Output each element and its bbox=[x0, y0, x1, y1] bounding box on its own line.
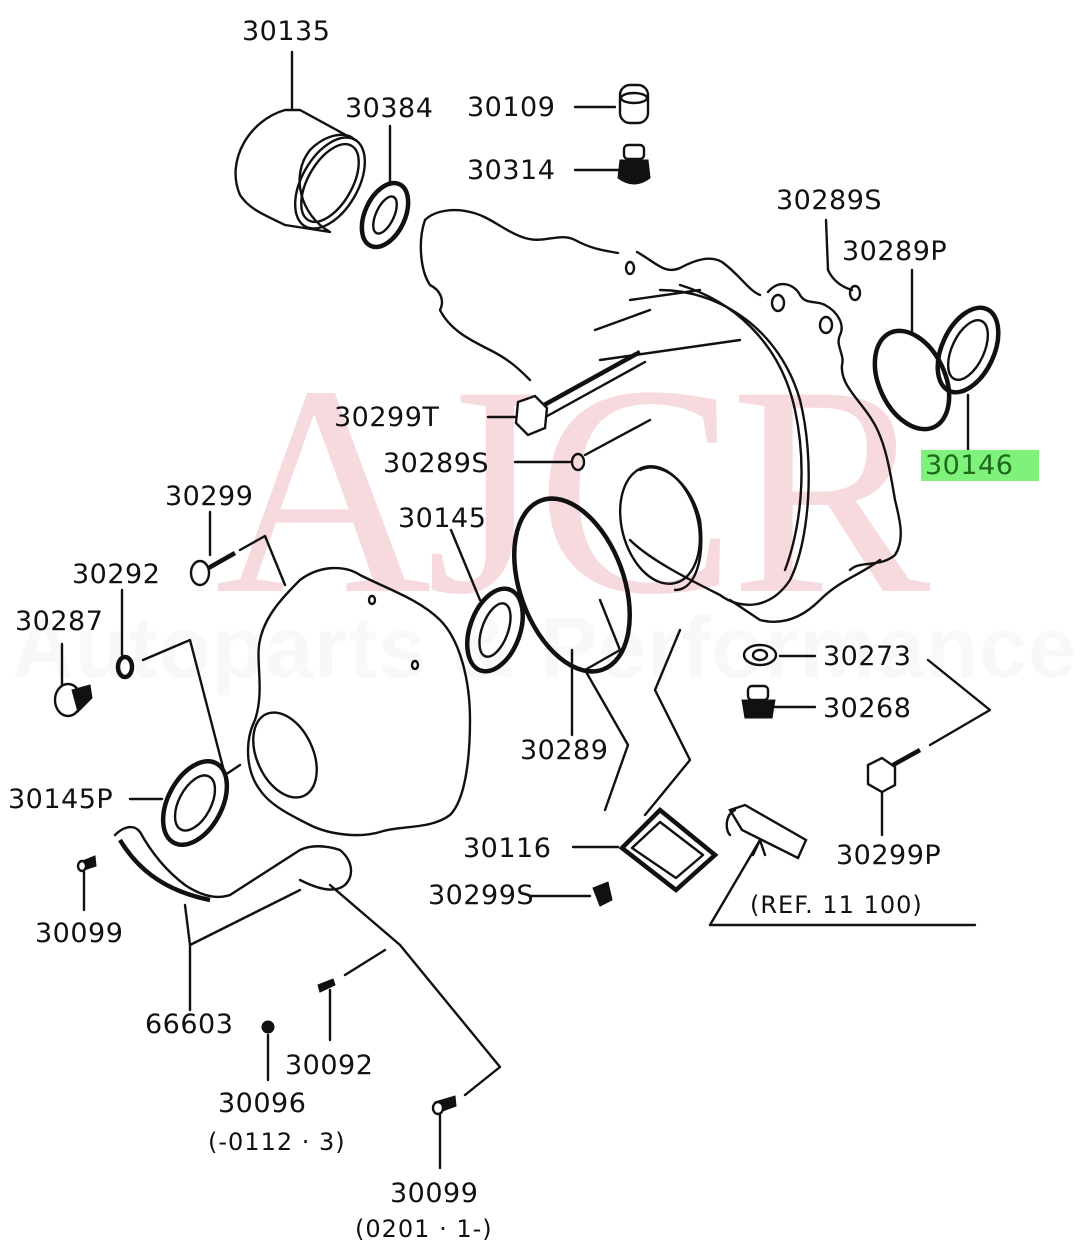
part-label-30092: 30092 bbox=[285, 1050, 374, 1081]
part-label-30299: 30299 bbox=[165, 481, 254, 512]
part-label-30299T: 30299T bbox=[334, 402, 440, 433]
sleeve-30135-icon bbox=[234, 50, 367, 234]
part-label-30135: 30135 bbox=[242, 16, 331, 47]
part-label-30292: 30292 bbox=[72, 559, 161, 590]
shift-fork-66603-icon bbox=[113, 825, 402, 1012]
part-label-30099-left: 30099 bbox=[35, 918, 124, 949]
part-label-30268: 30268 bbox=[823, 693, 912, 724]
reference-note: (REF. 11 100) bbox=[750, 891, 923, 919]
part-label-30145: 30145 bbox=[398, 503, 487, 534]
part-label-30145P: 30145P bbox=[8, 784, 114, 815]
part-label-30146-highlighted[interactable]: 30146 bbox=[921, 450, 1040, 481]
part-label-30273: 30273 bbox=[823, 641, 912, 672]
seal-30384-icon bbox=[359, 124, 411, 250]
part-label-30299S: 30299S bbox=[428, 880, 535, 911]
part-label-30299P: 30299P bbox=[836, 840, 942, 871]
part-label-30109: 30109 bbox=[467, 92, 556, 123]
part-label-30289: 30289 bbox=[520, 735, 609, 766]
part-label-30289S-mid: 30289S bbox=[383, 448, 490, 479]
part-label-30099-bottom: 30099 bbox=[390, 1178, 479, 1209]
part-label-30096: 30096 bbox=[218, 1088, 307, 1119]
part-label-30289P: 30289P bbox=[842, 236, 948, 267]
part-label-30287: 30287 bbox=[15, 606, 104, 637]
part-label-30384: 30384 bbox=[345, 93, 434, 124]
rear-cover-icon bbox=[246, 566, 472, 837]
part-label-30314: 30314 bbox=[467, 155, 556, 186]
plug-30314-icon bbox=[573, 143, 651, 185]
part-30099-range-note: (0201 · 1-) bbox=[355, 1215, 493, 1243]
part-label-66603: 66603 bbox=[145, 1009, 234, 1040]
cap-30109-icon bbox=[573, 83, 650, 125]
part-label-30116: 30116 bbox=[463, 833, 552, 864]
part-label-30289S-top: 30289S bbox=[776, 185, 883, 216]
transfer-case-housing-icon bbox=[419, 208, 902, 623]
part-30096-range-note: (-0112 · 3) bbox=[208, 1128, 346, 1156]
